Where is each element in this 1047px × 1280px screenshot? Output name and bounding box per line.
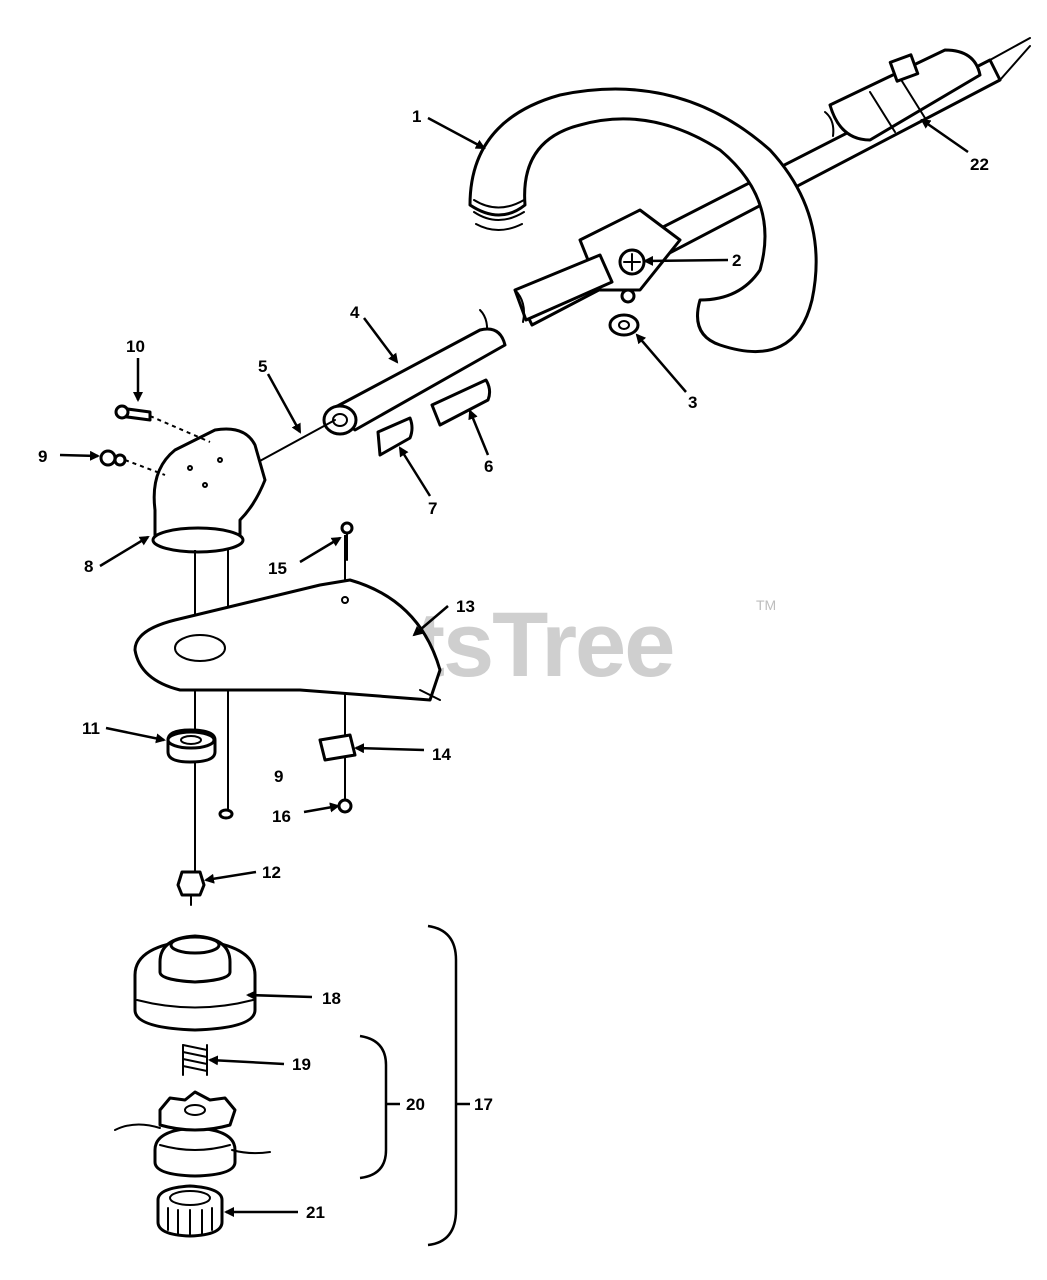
drive-tube (322, 327, 507, 436)
callout-9-lower: 9 (274, 767, 283, 786)
callout-11: 11 (82, 719, 100, 738)
callout-19: 19 (292, 1055, 311, 1074)
shaft-lower (479, 253, 614, 341)
callout-20: 20 (406, 1095, 425, 1114)
grass-shield (133, 578, 442, 702)
bracket-screw (337, 798, 353, 814)
callout-22: 22 (970, 155, 989, 174)
callout-labels: 1 2 3 4 5 6 7 8 9 9 10 11 12 13 14 15 16… (38, 107, 989, 1222)
shaft-clip-upper (430, 378, 492, 427)
callout-21: 21 (306, 1203, 325, 1222)
callout-1: 1 (412, 107, 421, 126)
gear-head (151, 427, 267, 554)
gear-head-set-screw (99, 449, 166, 476)
callout-3: 3 (688, 393, 697, 412)
callout-13: 13 (456, 597, 475, 616)
handle-assembly (468, 87, 818, 354)
leader-arrows (59, 116, 969, 1217)
spring (182, 1044, 208, 1076)
shaft-clip-lower (376, 416, 414, 457)
bracket-17 (427, 924, 458, 1247)
callout-4: 4 (350, 303, 360, 322)
shield-screw (340, 521, 354, 561)
bearing (166, 728, 217, 764)
arbor-bolt (176, 870, 206, 906)
bracket-20 (359, 1034, 388, 1180)
callout-14: 14 (432, 745, 451, 764)
callout-12: 12 (262, 863, 281, 882)
callout-6: 6 (484, 457, 493, 476)
bump-knob (156, 1184, 224, 1238)
shield-bracket (318, 733, 357, 762)
callout-8: 8 (84, 557, 93, 576)
spool-housing (133, 934, 257, 1032)
callout-17: 17 (474, 1095, 493, 1114)
callout-7: 7 (428, 499, 437, 518)
shaft-housing (828, 48, 982, 142)
watermark-trademark: TM (756, 597, 776, 613)
callout-9-upper: 9 (38, 447, 47, 466)
drive-shaft (257, 419, 336, 463)
callout-18: 18 (322, 989, 341, 1008)
callout-5: 5 (258, 357, 267, 376)
shield-mount-screw (218, 789, 234, 820)
callout-10: 10 (126, 337, 145, 356)
gear-head-screw (114, 404, 211, 443)
callout-15: 15 (268, 559, 287, 578)
callout-2: 2 (732, 251, 741, 270)
trimmer-spool (114, 1090, 271, 1178)
nut (608, 313, 640, 337)
callout-16: 16 (272, 807, 291, 826)
